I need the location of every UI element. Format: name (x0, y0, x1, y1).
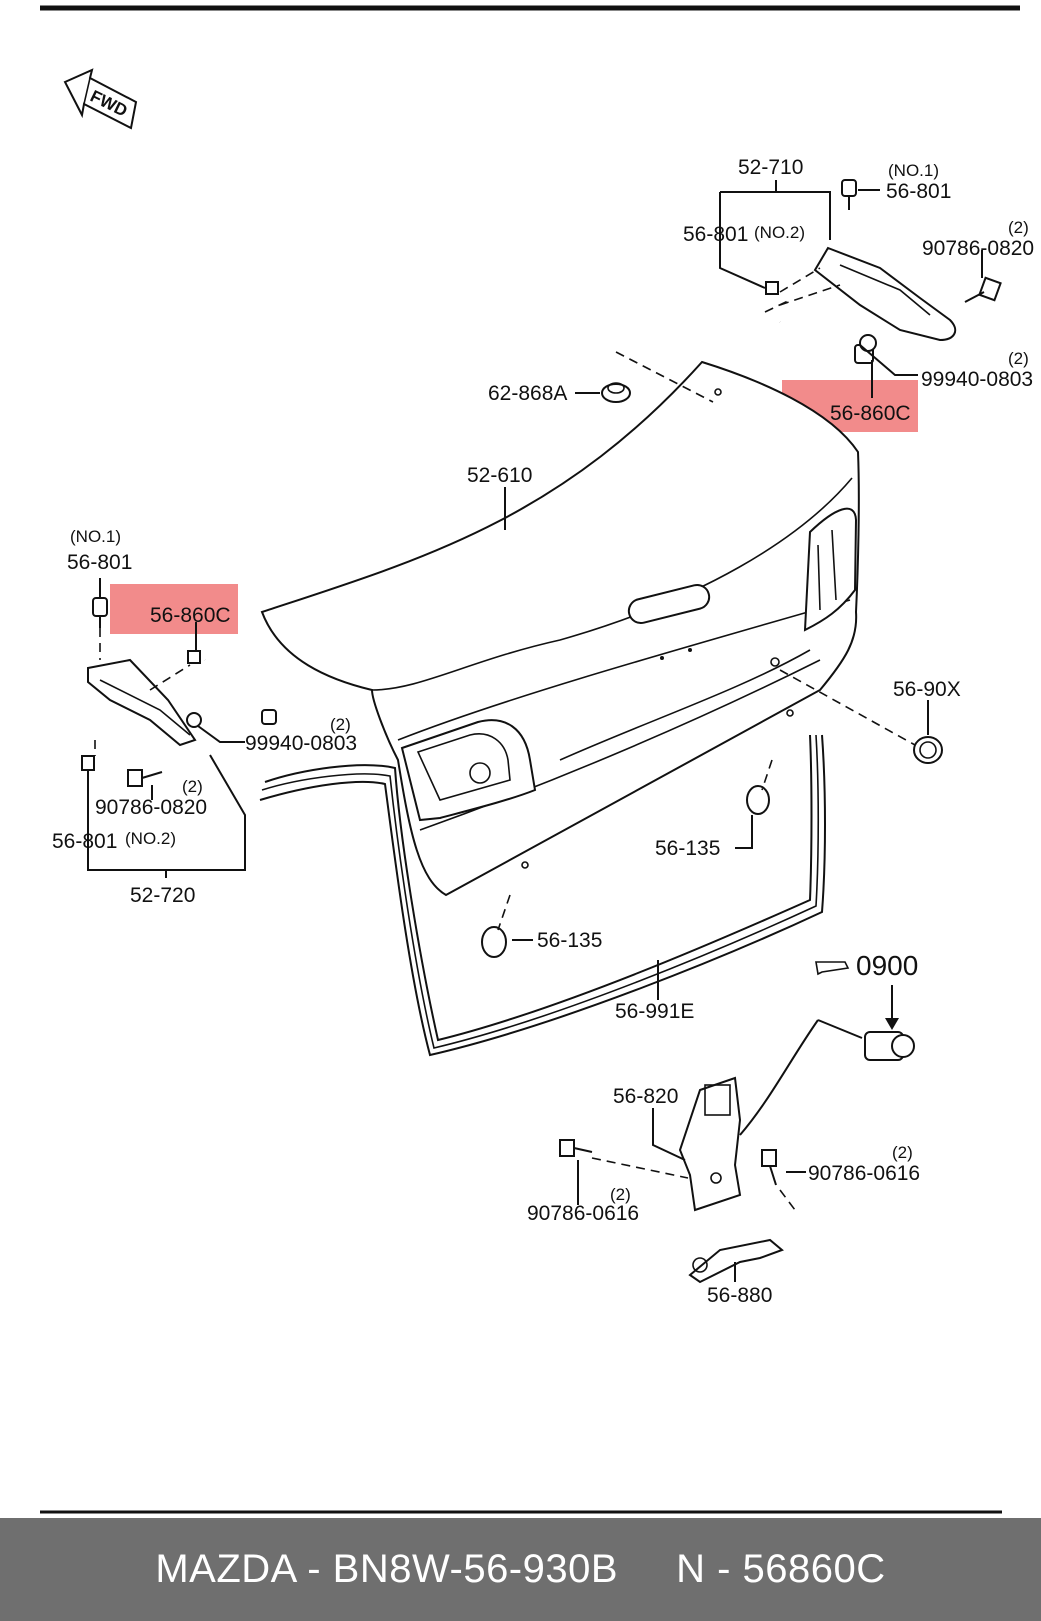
label-56-801-no2-top: 56-801 (683, 223, 748, 246)
footer-caption: MAZDA - BN8W-56-930B N - 56860C (0, 1518, 1041, 1621)
label-52-610: 52-610 (467, 464, 532, 487)
label-56-801-top: 56-801 (886, 180, 951, 203)
label-62-868a: 62-868A (488, 382, 567, 405)
label-qty-2-f: (2) (610, 1185, 631, 1204)
grommet-62-868a (601, 351, 714, 403)
label-no1-top: (NO.1) (888, 161, 939, 180)
footer-separator (618, 1547, 676, 1592)
bumper-56-135-left (481, 894, 511, 958)
label-qty-2-e: (2) (892, 1143, 913, 1162)
label-99940-0803-left: 99940-0803 (245, 732, 357, 755)
label-99940-0803-top: 99940-0803 (921, 368, 1033, 391)
label-56-860c-top: 56-860C (830, 402, 911, 425)
label-no2-left: (NO.2) (125, 829, 176, 848)
label-no2-top: (NO.2) (754, 223, 805, 242)
label-56-991e: 56-991E (615, 1000, 694, 1023)
label-90786-0820-top: 90786-0820 (922, 237, 1034, 260)
label-90786-0616-right: 90786-0616 (808, 1162, 920, 1185)
footer-bar: MAZDA - BN8W-56-930B N - 56860C (0, 1518, 1041, 1621)
label-56-90x: 56-90X (893, 678, 961, 701)
hinge-assembly-left (81, 597, 277, 787)
label-56-135-right: 56-135 (655, 837, 720, 860)
label-52-710: 52-710 (738, 156, 803, 179)
fwd-arrow-icon: FWD (63, 68, 138, 130)
label-90786-0616-left: 90786-0616 (527, 1202, 639, 1225)
label-ref-0900: 0900 (856, 950, 918, 981)
label-56-880: 56-880 (707, 1284, 772, 1307)
footer-ref-info: N - 56860C (676, 1547, 886, 1591)
label-qty-2-a: (2) (1008, 218, 1029, 237)
label-56-135-left: 56-135 (537, 929, 602, 952)
label-qty-2-c: (2) (330, 715, 351, 734)
label-56-801-left: 56-801 (67, 551, 132, 574)
leader-lines (87, 180, 983, 1282)
label-52-720: 52-720 (130, 884, 195, 907)
label-56-860c-left: 56-860C (150, 604, 231, 627)
label-qty-2-d: (2) (182, 777, 203, 796)
latch-assembly (559, 961, 915, 1284)
bumper-56-135-right (746, 759, 773, 815)
label-56-801-no2-left: 56-801 (52, 830, 117, 853)
weatherstrip-drawing (259, 734, 826, 1057)
hand-pointer-icon (815, 961, 850, 976)
label-qty-2-b: (2) (1008, 349, 1029, 368)
trunk-lid-drawing (260, 360, 860, 897)
label-90786-0820-left: 90786-0820 (95, 796, 207, 819)
footer-part-info: MAZDA - BN8W-56-930B (155, 1547, 619, 1591)
hinge-assembly-top (764, 179, 1002, 364)
label-56-820: 56-820 (613, 1085, 678, 1108)
highlight-box-left (110, 584, 238, 634)
grommet-56-90x (779, 669, 943, 764)
label-no1-left: (NO.1) (70, 527, 121, 546)
